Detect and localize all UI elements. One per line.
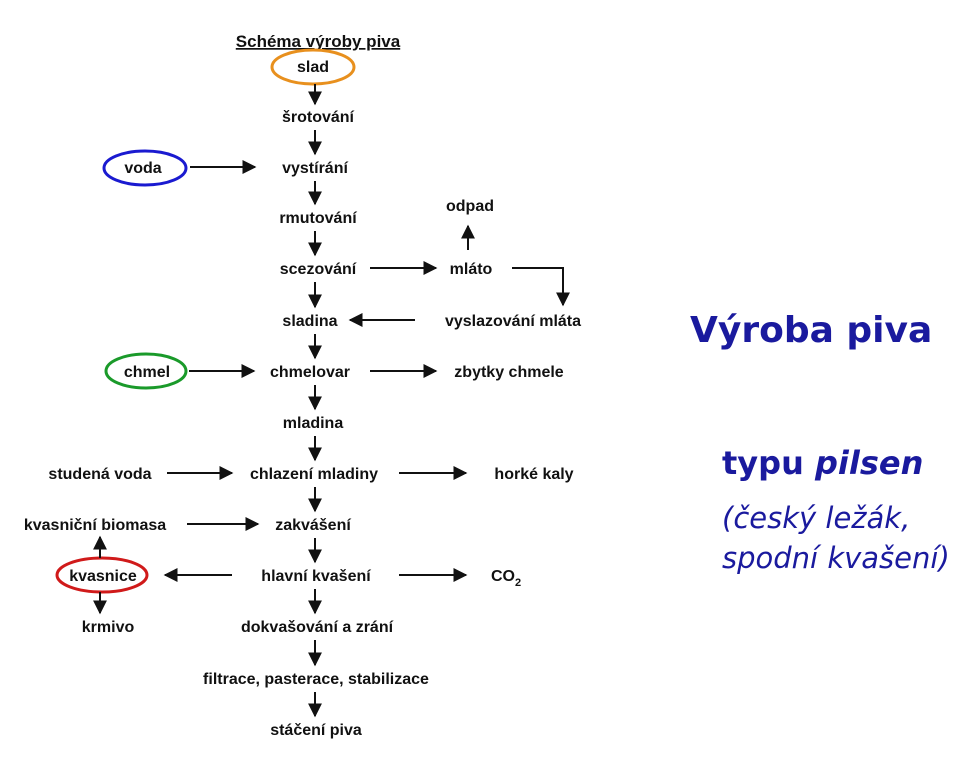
node-chmelovar: chmelovar bbox=[270, 364, 350, 381]
node-slad: slad bbox=[297, 59, 329, 76]
note-line-2: spodní kvašení) bbox=[722, 541, 950, 575]
co2-subscript: 2 bbox=[515, 577, 521, 589]
beer-type: typu pilsen bbox=[722, 444, 923, 482]
beer-production-diagram: Schéma výroby piva slad šrotování vystír… bbox=[24, 32, 581, 739]
node-staceni: stáčení piva bbox=[270, 722, 362, 739]
node-rmutovani: rmutování bbox=[279, 210, 357, 227]
node-filtrace: filtrace, pasterace, stabilizace bbox=[203, 671, 429, 688]
node-kvasnice: kvasnice bbox=[69, 568, 137, 585]
co2-label: CO bbox=[491, 568, 515, 585]
type-name: pilsen bbox=[814, 444, 924, 482]
node-horke-kaly: horké kaly bbox=[494, 466, 573, 483]
node-zakvaseni: zakvášení bbox=[275, 517, 351, 534]
node-scezovani: scezování bbox=[280, 261, 357, 278]
node-srotovani: šrotování bbox=[282, 109, 355, 126]
node-krmivo: krmivo bbox=[82, 619, 135, 636]
arrow-mlato-vyslazovani bbox=[512, 267, 570, 307]
beer-type-note: (český ležák, spodní kvašení) bbox=[722, 498, 950, 578]
node-kvasnicni-biomasa: kvasniční biomasa bbox=[24, 517, 166, 534]
node-mladina: mladina bbox=[283, 415, 344, 432]
node-dokvasovani: dokvašování a zrání bbox=[241, 619, 394, 636]
node-sladina: sladina bbox=[282, 313, 337, 330]
slad-highlight bbox=[270, 48, 356, 86]
node-chmel: chmel bbox=[124, 364, 170, 381]
note-line-1: (český ležák, bbox=[722, 501, 911, 535]
node-voda: voda bbox=[124, 160, 161, 177]
node-vyslazovani: vyslazování mláta bbox=[445, 313, 581, 330]
diagram-title: Schéma výroby piva bbox=[236, 32, 401, 51]
chmel-highlight bbox=[104, 352, 188, 390]
node-chlazeni: chlazení mladiny bbox=[250, 466, 378, 483]
node-mlato: mláto bbox=[450, 261, 493, 278]
node-hlavni-kvaseni: hlavní kvašení bbox=[261, 568, 371, 585]
kvasnice-highlight bbox=[55, 556, 149, 594]
node-odpad: odpad bbox=[446, 198, 494, 215]
node-co2: CO2 bbox=[491, 568, 521, 589]
node-zbytky: zbytky chmele bbox=[454, 364, 563, 381]
node-vystirani: vystírání bbox=[282, 160, 348, 177]
type-prefix: typu bbox=[722, 444, 804, 482]
node-studena-voda: studená voda bbox=[48, 466, 151, 483]
voda-highlight bbox=[102, 149, 188, 187]
slide-title: Výroba piva bbox=[690, 310, 933, 351]
